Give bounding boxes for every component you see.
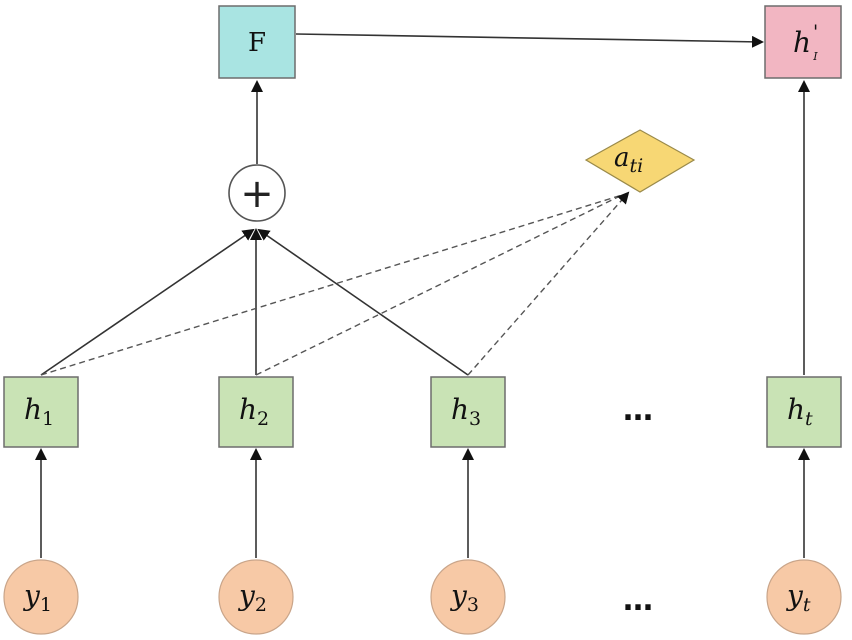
hidden-box-t bbox=[766, 376, 842, 448]
dashed-h3-attention bbox=[467, 191, 630, 376]
sum-circle bbox=[228, 164, 286, 222]
arrow-h3-plus bbox=[257, 228, 469, 376]
dashed-h2-attention bbox=[255, 194, 623, 376]
input-circle-1 bbox=[3, 559, 79, 635]
hidden-label-1: h1 bbox=[24, 393, 54, 430]
hidden-label-t: ht bbox=[787, 393, 813, 430]
input-label-1: y1 bbox=[22, 579, 52, 616]
hidden-box-1 bbox=[3, 376, 79, 448]
h-prime-box bbox=[764, 5, 842, 79]
dashed-h1-attention bbox=[40, 194, 623, 376]
attention-weight-diamond bbox=[584, 129, 696, 193]
f-label: F bbox=[248, 28, 266, 58]
hidden-box-3 bbox=[430, 376, 506, 448]
attention-weight-label: ati bbox=[614, 143, 643, 177]
input-circle-t bbox=[766, 559, 842, 635]
input-label-t: yt bbox=[785, 579, 811, 616]
input-label-2: y2 bbox=[237, 579, 267, 616]
input-circle-3 bbox=[430, 559, 506, 635]
ellipsis-input: … bbox=[623, 583, 653, 618]
hidden-label-3: h3 bbox=[451, 393, 481, 430]
h-prime-label: h'I bbox=[793, 21, 818, 63]
arrow-h1-plus bbox=[40, 228, 255, 376]
plus-symbol: + bbox=[240, 171, 274, 217]
f-box bbox=[218, 5, 296, 79]
hidden-label-2: h2 bbox=[239, 393, 269, 430]
hidden-box-2 bbox=[218, 376, 294, 448]
arrow-f-hprime bbox=[295, 33, 764, 48]
input-label-3: y3 bbox=[449, 579, 479, 616]
ellipsis-hidden: … bbox=[623, 393, 653, 428]
input-circle-2 bbox=[218, 559, 294, 635]
